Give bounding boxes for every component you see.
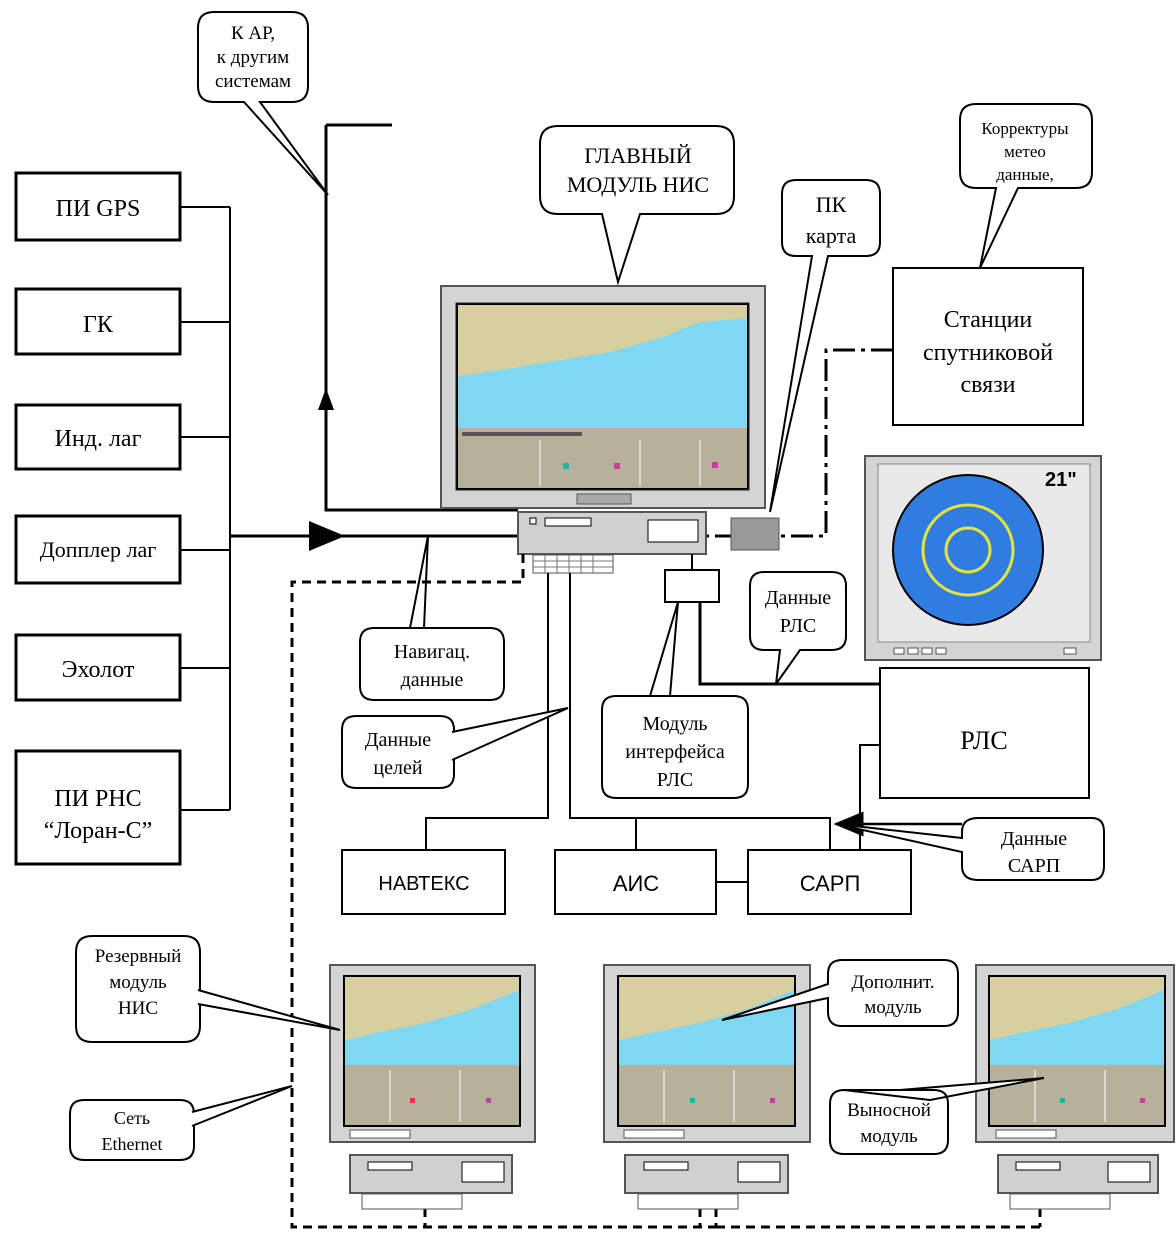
callout-nav-data-line-1: Навигац. — [394, 641, 470, 663]
sensor-doppler-log-box: Допплер лаг — [14, 514, 182, 585]
ais-box: АИС — [554, 849, 717, 915]
satcom-line-3: связи — [960, 372, 1015, 398]
backup-system-unit — [349, 1154, 513, 1210]
sensor-bus — [180, 206, 231, 811]
main-system-unit — [517, 511, 707, 574]
callout-radar-data: Данные РЛС — [749, 571, 847, 685]
callout-target-data: Данные целей — [341, 707, 569, 789]
sensor-ind-log-label: Инд. лаг — [55, 426, 142, 452]
callout-nav-data-line-2: данные — [401, 669, 464, 691]
callout-ap: К АР, к другим системам — [197, 11, 329, 196]
radar-interface-unit — [664, 569, 720, 603]
callout-ap-line-1: К АР, — [231, 23, 275, 44]
radar-display-size: 21" — [1045, 469, 1077, 491]
navtex-box: НАВТЕКС — [341, 849, 506, 915]
arpa-label: САРП — [800, 871, 861, 896]
remote-system-unit — [997, 1154, 1159, 1210]
callout-extra-line-1: Дополнит. — [851, 972, 934, 993]
callout-backup-line-1: Резервный — [95, 946, 182, 967]
extra-monitor — [603, 964, 811, 1143]
callout-ethernet-line-1: Сеть — [114, 1108, 150, 1128]
callout-ethernet-line-2: Ethernet — [102, 1134, 163, 1154]
callout-corrections-line-3: данные, — [996, 165, 1054, 184]
callout-radar-data-line-2: РЛС — [780, 615, 817, 637]
callout-radar-interface-line-1: Модуль — [642, 713, 707, 735]
callout-extra-module: Дополнит. модуль — [721, 959, 959, 1027]
callout-backup-module: Резервный модуль НИС — [75, 935, 341, 1043]
callout-arpa-data-line-2: САРП — [1008, 855, 1060, 877]
callout-arpa-data: Данные САРП — [835, 817, 1105, 881]
pk-map-unit — [730, 517, 780, 551]
main-ecdis-monitor — [440, 285, 766, 509]
sensor-gk-box: ГК — [14, 287, 182, 356]
callout-remote-module: Выносной модуль — [829, 1077, 1045, 1155]
satcom-box: Станции спутниковой связи — [892, 267, 1084, 426]
callout-arpa-data-line-1: Данные — [1001, 828, 1067, 850]
callout-backup-line-3: НИС — [118, 998, 158, 1019]
callout-ethernet: Сеть Ethernet — [69, 1085, 293, 1161]
sensor-rns-label-1: ПИ РНС — [54, 786, 141, 812]
ais-label: АИС — [613, 871, 659, 896]
callout-main-module: ГЛАВНЫЙ МОДУЛЬ НИС — [539, 125, 735, 286]
backup-monitor — [329, 964, 536, 1143]
callout-remote-line-1: Выносной — [847, 1100, 931, 1121]
callout-pk-map-line-2: карта — [806, 223, 857, 248]
navtex-label: НАВТЕКС — [378, 873, 469, 895]
satcom-line-2: спутниковой — [923, 340, 1053, 366]
callout-ap-line-2: к другим — [217, 47, 289, 68]
callout-radar-data-line-1: Данные — [765, 587, 831, 609]
sensor-gk-label: ГК — [83, 312, 114, 338]
callout-corrections-line-1: Корректуры — [981, 119, 1069, 138]
ap-arrow-head — [318, 388, 334, 410]
callout-radar-interface-line-3: РЛС — [657, 769, 694, 791]
radar-box: РЛС — [879, 667, 1090, 799]
callout-main-module-line-2: МОДУЛЬ НИС — [567, 172, 709, 197]
arpa-box: САРП — [747, 849, 912, 915]
callout-extra-line-2: модуль — [864, 997, 922, 1018]
sensor-rns-label-2: “Лоран-С” — [44, 818, 152, 844]
sensor-gps-label: ПИ GPS — [56, 196, 141, 222]
callout-pk-map: ПК карта — [769, 179, 881, 513]
callout-radar-interface: Модуль интерфейса РЛС — [601, 601, 749, 799]
ap-output-line — [324, 123, 518, 512]
callout-ap-line-3: системам — [215, 71, 291, 92]
radar-interface-links — [691, 554, 880, 686]
sensor-gps-box: ПИ GPS — [14, 171, 182, 242]
callout-main-module-line-1: ГЛАВНЫЙ — [584, 143, 692, 168]
callout-remote-line-2: модуль — [860, 1126, 918, 1147]
callout-target-data-line-2: целей — [373, 757, 422, 779]
extra-system-unit — [624, 1154, 789, 1210]
sensor-echo-label: Эхолот — [62, 657, 135, 683]
sensor-ind-log-box: Инд. лаг — [14, 403, 182, 471]
sensor-echo-box: Эхолот — [14, 633, 182, 702]
sensor-doppler-log-label: Допплер лаг — [40, 537, 157, 562]
ethernet-network — [290, 554, 1042, 1229]
callout-target-data-line-1: Данные — [365, 729, 431, 751]
radar-label: РЛС — [960, 726, 1007, 755]
radar-display: 21" — [864, 455, 1102, 661]
sensor-rns-box: ПИ РНС “Лоран-С” — [14, 749, 182, 866]
callout-pk-map-line-1: ПК — [816, 192, 847, 217]
callout-radar-interface-line-2: интерфейса — [625, 741, 725, 763]
remote-monitor — [975, 964, 1175, 1143]
satcom-line-1: Станции — [944, 307, 1033, 333]
callout-corrections: Корректуры метео данные, — [959, 103, 1093, 269]
callout-nav-data: Навигац. данные — [359, 535, 505, 701]
callout-corrections-line-2: метео — [1004, 142, 1046, 161]
callout-backup-line-2: модуль — [109, 972, 167, 993]
